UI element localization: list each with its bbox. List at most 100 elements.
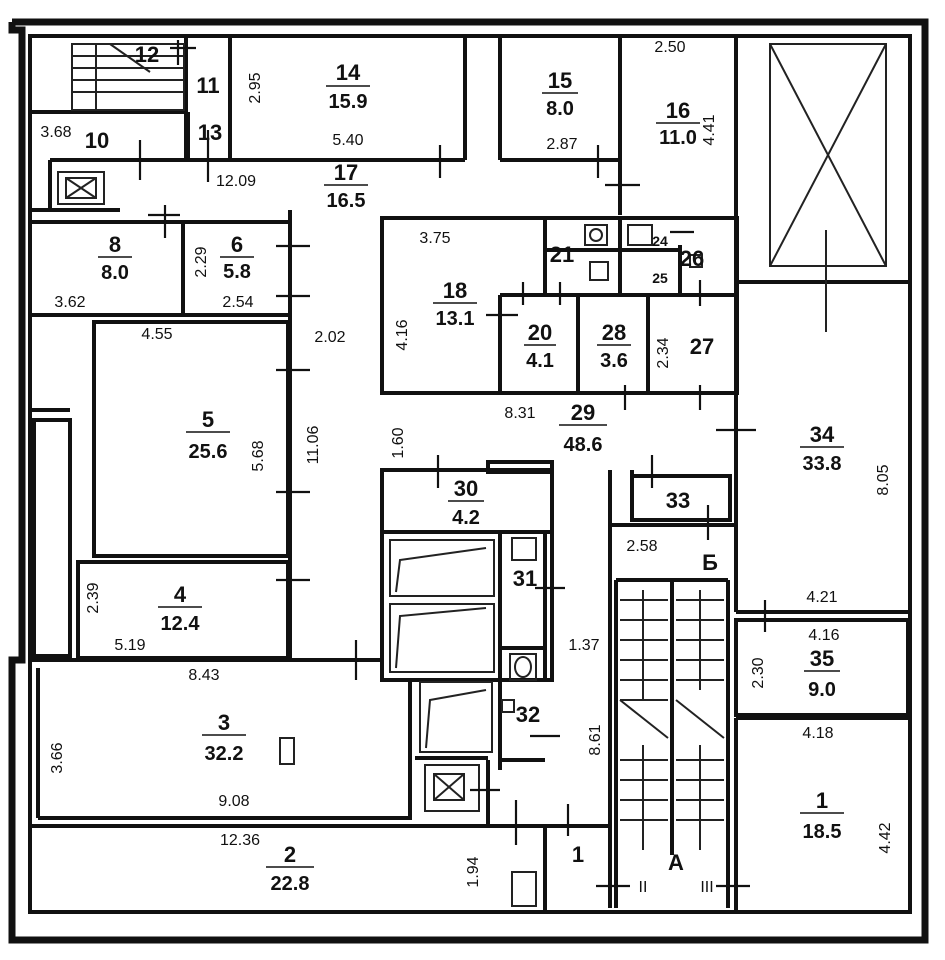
marker-label: III [700,879,713,896]
room-number: 29 [571,400,595,425]
marker-label: A [668,850,684,875]
dimension-label: 4.16 [394,319,411,350]
room-number: 25 [652,270,668,286]
room-area: 13.1 [436,308,475,330]
dimension-label: 5.19 [114,637,145,654]
room-number: 30 [454,476,478,501]
fixtures [57,43,887,907]
dimension-label: 8.05 [875,464,892,495]
marker-label: II [639,879,648,896]
room-area: 4.2 [452,507,480,529]
elevator-10-icon [57,171,105,205]
outer-walls [8,18,929,944]
dimension-label: 2.95 [247,72,264,103]
room-area: 9.0 [808,679,836,701]
room-number: 31 [513,566,537,591]
dimension-label: 9.08 [218,793,249,810]
room-number: 5 [202,407,214,432]
dimension-label: 5.40 [332,132,363,149]
dimension-label: 4.42 [877,822,894,853]
dimension-label: 3.68 [40,124,71,141]
dimension-label: 8.31 [504,405,535,422]
dimension-label: 1.37 [568,637,599,654]
room-number: 11 [196,73,219,98]
room-number: 17 [334,160,358,185]
main-stairs-icon [619,590,725,850]
dimension-label: 2.30 [750,657,767,688]
device-icon [511,871,537,907]
room-number: 10 [85,128,109,153]
room-number: 26 [680,246,704,271]
room-number: 15 [548,68,572,93]
door-marks [138,40,767,888]
room-area: 12.4 [161,613,201,635]
room-number: 34 [810,422,835,447]
room-number: 1 [572,842,584,867]
dimension-label: 8.43 [188,667,219,684]
room-area: 15.9 [329,91,368,113]
stair-markers: Б A II III [639,550,719,896]
room-area: 11.0 [659,127,697,149]
room-number: 21 [550,242,574,267]
room-area: 18.5 [803,821,842,843]
room-number: 27 [690,334,714,359]
room-area: 48.6 [564,434,603,456]
room-number: 16 [666,98,690,123]
shaft-icon [769,43,887,332]
room-number: 24 [652,233,668,249]
column-icon [279,737,295,765]
shower-stalls-icon [389,537,537,753]
dimension-label: 12.36 [220,832,260,849]
dimension-label: 4.55 [141,326,172,343]
room-area: 22.8 [271,873,310,895]
elevator-32-icon [424,764,480,812]
marker-label: Б [702,550,718,575]
interior-walls [30,36,910,910]
dimension-label: 4.16 [808,627,839,644]
dimension-label: 2.02 [314,329,345,346]
room-number: 6 [231,232,243,257]
dimension-label: 4.21 [806,589,837,606]
room-area: 4.1 [526,350,554,372]
dimension-label: 2.58 [626,538,657,555]
toilet-fixtures-icon [584,224,703,281]
room-area: 32.2 [205,743,244,765]
room-number: 2 [284,842,296,867]
dimension-label: 2.34 [655,337,672,368]
room-number: 8 [109,232,121,257]
dimension-label: 2.87 [546,136,577,153]
dimension-label: 2.54 [222,294,253,311]
room-number: 12 [135,42,159,67]
room-area: 16.5 [327,190,366,212]
room-number: 3 [218,710,230,735]
dimension-label: 3.75 [419,230,450,247]
room-number: 28 [602,320,626,345]
room-area: 33.8 [803,453,842,475]
dimension-label: 2.50 [654,39,685,56]
room-number: 18 [443,278,467,303]
dimension-label: 1.94 [465,856,482,887]
room-area: 3.6 [600,350,628,372]
dimension-label: 4.18 [802,725,833,742]
room-area: 25.6 [189,441,228,463]
room-area: 8.0 [546,98,574,120]
room-number: 20 [528,320,552,345]
dimension-label: 12.09 [216,173,256,190]
room-number: 35 [810,646,834,671]
dimension-label: 8.61 [587,724,604,755]
room-number: 1 [816,788,828,813]
room-number: 13 [198,120,222,145]
room-area: 8.0 [101,262,129,284]
stair-12-icon [71,43,185,111]
dimension-label: 3.66 [49,742,66,773]
dimension-label: 2.39 [85,582,102,613]
dimension-label: 4.41 [701,114,718,145]
dimension-label: 1.60 [390,427,407,458]
dimension-label: 11.06 [305,425,322,464]
dimension-label: 3.62 [54,294,85,311]
room-number: 14 [336,60,361,85]
room-number: 4 [174,582,187,607]
room-number: 33 [666,488,690,513]
room-number: 32 [516,702,540,727]
